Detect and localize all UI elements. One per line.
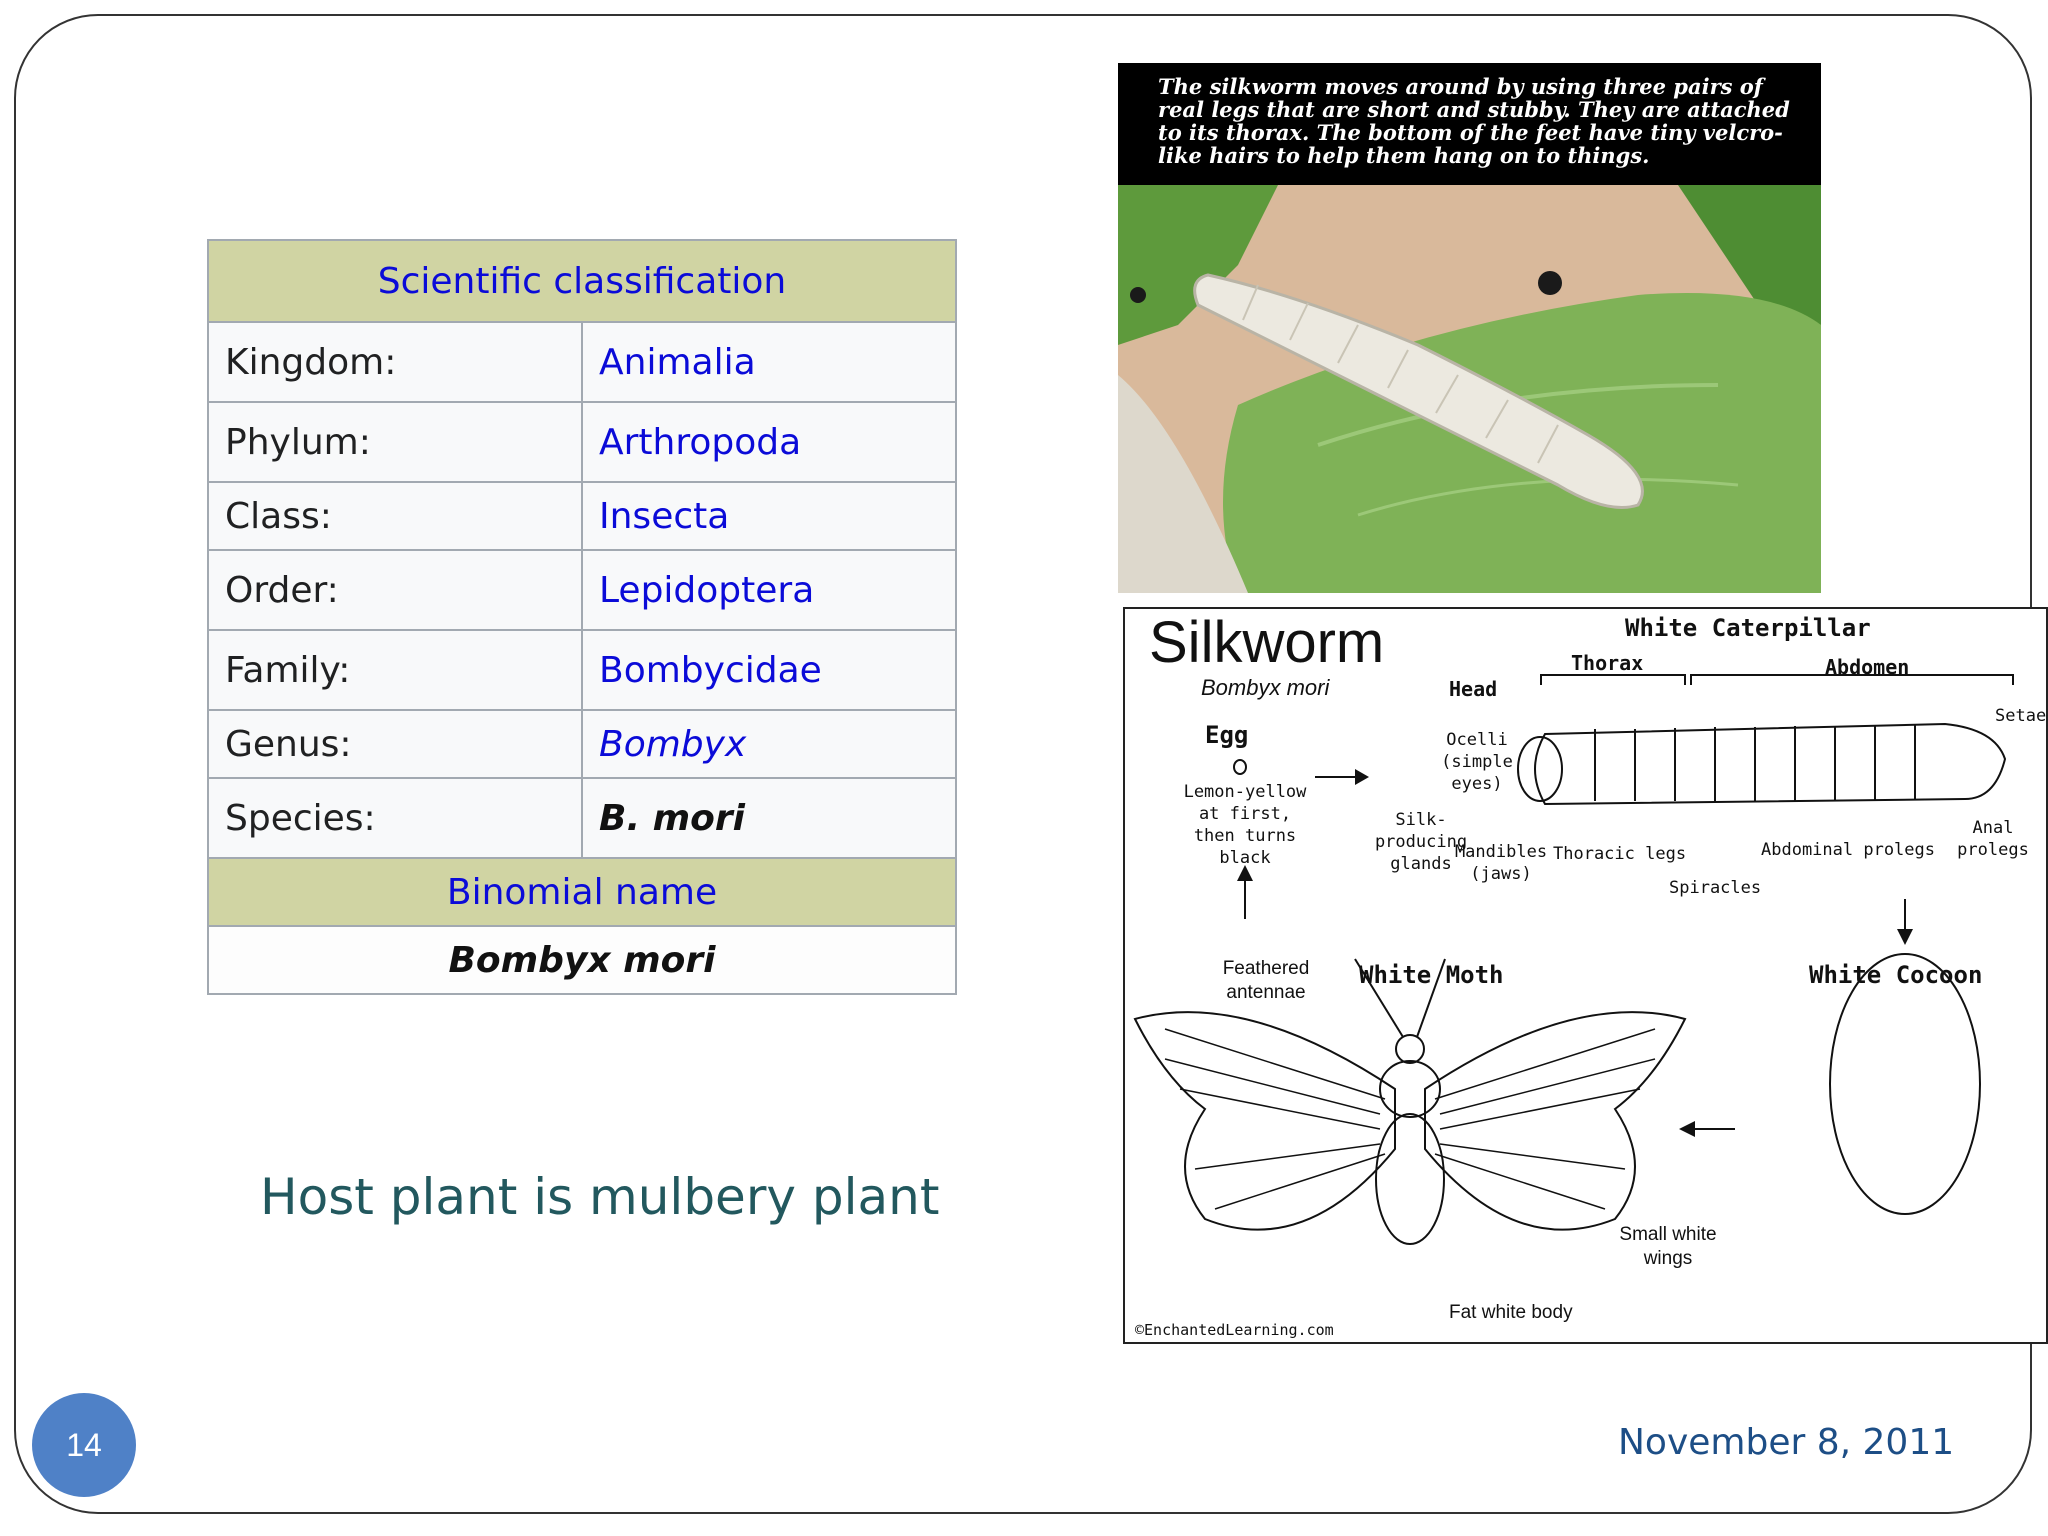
phylum-value[interactable]: Arthropoda — [581, 401, 957, 483]
ocelli-label: Ocelli (simple eyes) — [1441, 730, 1513, 794]
abdomen-label: Abdomen — [1825, 655, 1910, 679]
spiracles-label: Spiracles — [1669, 878, 1762, 898]
genus-value[interactable]: Bombyx — [581, 709, 957, 779]
family-label: Family: — [207, 629, 583, 711]
genus-label: Genus: — [207, 709, 583, 779]
slide-date: November 8, 2011 — [1618, 1422, 1955, 1463]
kingdom-value[interactable]: Animalia — [581, 321, 957, 403]
silkworm-photo-image — [1118, 185, 1821, 593]
silkworm-photo: The silkworm moves around by using three… — [1118, 63, 1821, 593]
head-label: Head — [1449, 677, 1498, 701]
page-number-badge: 14 — [32, 1393, 136, 1497]
egg-label: Egg — [1205, 721, 1249, 749]
order-label: Order: — [207, 549, 583, 631]
lifecycle-diagram: Silkworm Bombyx mori Egg Lemon-yellow at… — [1123, 607, 2048, 1344]
order-value[interactable]: Lepidoptera — [581, 549, 957, 631]
thoracic-legs-label: Thoracic legs — [1553, 844, 1687, 864]
antennae-label: Feathered antennae — [1222, 958, 1310, 1003]
caterpillar-label: White Caterpillar — [1625, 614, 1871, 642]
photo-caption: The silkworm moves around by using three… — [1118, 63, 1821, 185]
classification-table: Scientific classification Kingdom:Animal… — [207, 239, 957, 995]
class-label: Class: — [207, 481, 583, 551]
abdominal-prolegs-label: Abdominal prolegs — [1761, 840, 1935, 860]
thorax-label: Thorax — [1571, 651, 1644, 675]
egg-note: Lemon-yellow at first, then turns black — [1183, 782, 1307, 868]
anal-prolegs-label: Anal prolegs — [1957, 818, 2029, 860]
binomial-value: Bombyx mori — [207, 925, 957, 995]
classification-header: Scientific classification — [207, 239, 957, 323]
credit-label: ©EnchantedLearning.com — [1135, 1321, 1334, 1339]
body-label: Fat white body — [1449, 1302, 1573, 1323]
lifecycle-drawing — [1133, 674, 2014, 1245]
host-plant-text: Host plant is mulbery plant — [260, 1168, 940, 1226]
diagram-subtitle: Bombyx mori — [1201, 675, 1330, 700]
species-value: B. mori — [581, 777, 957, 859]
mandibles-label: Mandibles (jaws) — [1454, 842, 1548, 884]
family-value[interactable]: Bombycidae — [581, 629, 957, 711]
setae-label: Setae — [1995, 706, 2047, 726]
moth-label: White Moth — [1359, 961, 1504, 989]
phylum-label: Phylum: — [207, 401, 583, 483]
wings-label: Small white wings — [1619, 1224, 1717, 1269]
species-label: Species: — [207, 777, 583, 859]
binomial-header[interactable]: Binomial name — [207, 857, 957, 927]
kingdom-label: Kingdom: — [207, 321, 583, 403]
cocoon-label: White Cocoon — [1809, 961, 1983, 989]
diagram-title: Silkworm — [1149, 610, 1385, 675]
silk-glands-label: Silk-producing glands — [1374, 810, 1468, 874]
class-value[interactable]: Insecta — [581, 481, 957, 551]
